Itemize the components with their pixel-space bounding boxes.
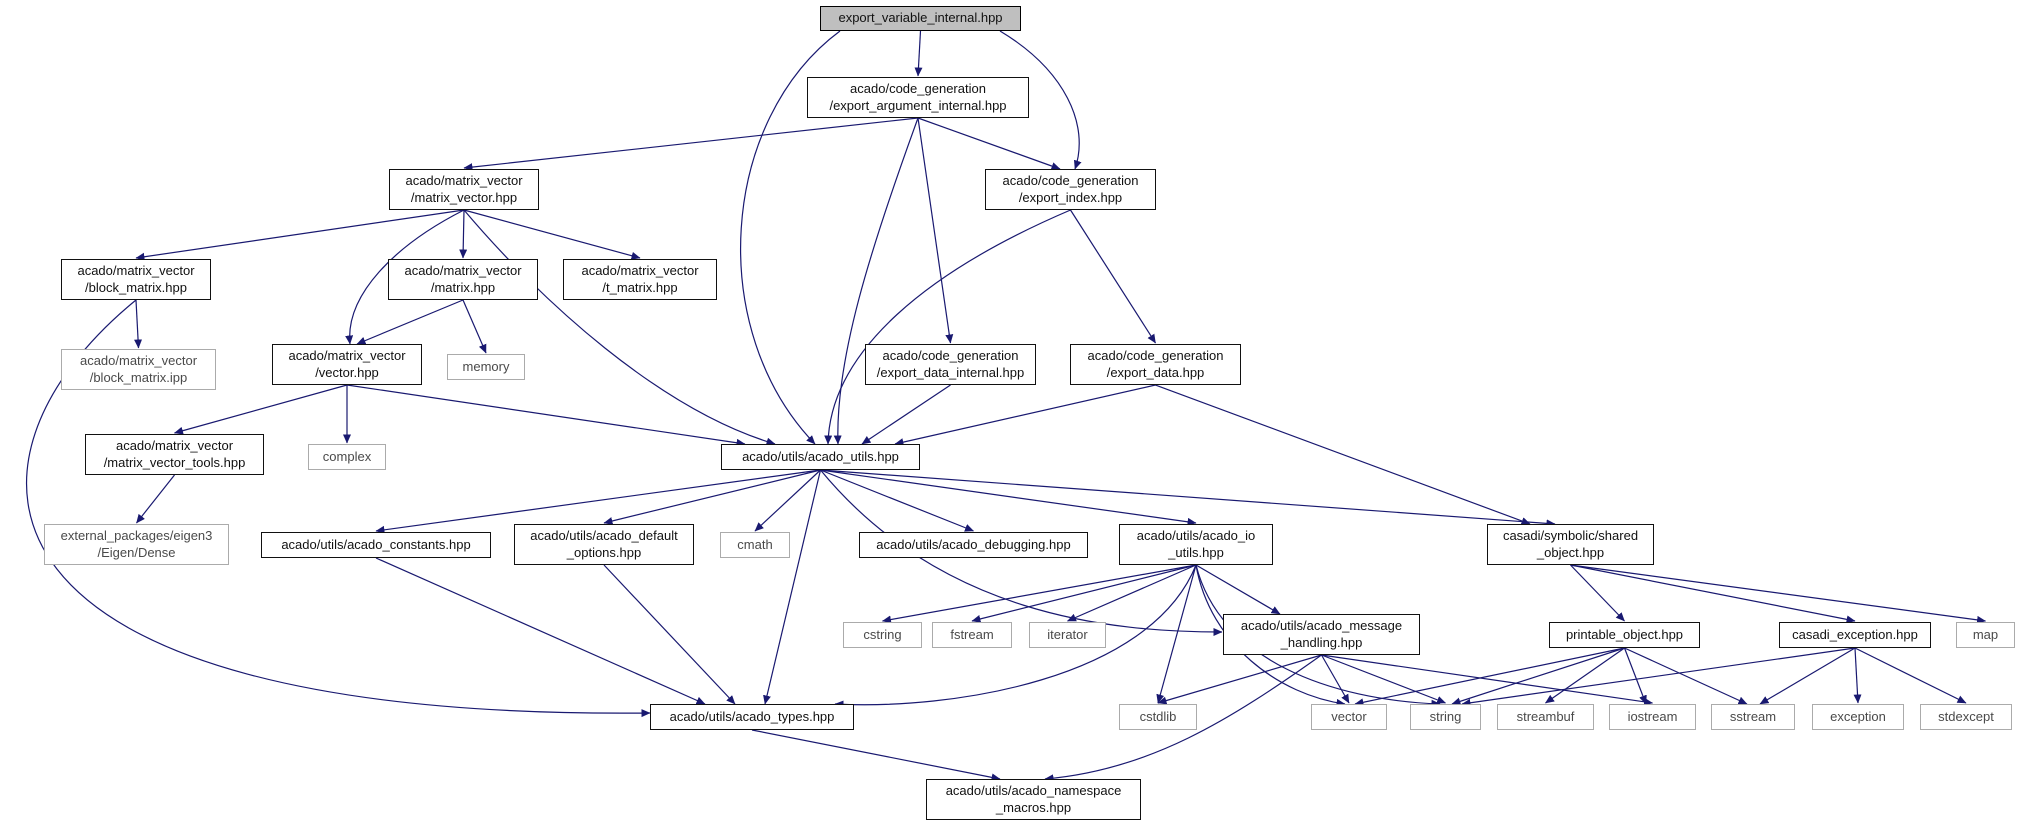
graph-node-memory: memory xyxy=(447,354,525,380)
include-edge-vec-tools xyxy=(174,384,348,435)
graph-node-sstream: sstream xyxy=(1711,704,1795,730)
include-edge-utils-defopts xyxy=(603,469,821,525)
include-edge-utils-amh xyxy=(820,469,1223,636)
include-edge-utils-sho xyxy=(820,469,1556,528)
include-edge-ed-utils xyxy=(894,384,1156,447)
include-edge-utils-debug xyxy=(820,469,974,532)
graph-node-exception: exception xyxy=(1812,704,1904,730)
include-edge-amh-vector xyxy=(1320,654,1350,704)
graph-node-tmat[interactable]: acado/matrix_vector /t_matrix.hpp xyxy=(563,259,717,300)
graph-node-defopts[interactable]: acado/utils/acado_default _options.hpp xyxy=(514,524,694,565)
graph-node-bmipp: acado/matrix_vector /block_matrix.ipp xyxy=(61,349,216,390)
include-edge-eai-edi xyxy=(917,117,954,344)
include-edge-utils-cmath xyxy=(754,469,821,532)
include-edge-utils-constants xyxy=(375,469,821,534)
include-edge-amh-macros xyxy=(1044,654,1322,783)
graph-node-macros[interactable]: acado/utils/acado_namespace _macros.hpp xyxy=(926,779,1141,820)
include-edge-eidx-ed xyxy=(1069,209,1157,344)
include-edge-mv-tmat xyxy=(463,209,641,260)
include-edge-iou-string xyxy=(1195,564,1441,708)
include-edge-utils-types xyxy=(763,469,822,705)
include-edge-defopts-types xyxy=(603,564,736,705)
include-edge-evi-eai xyxy=(914,30,923,77)
include-edge-iou-amh xyxy=(1195,564,1281,615)
include-edge-mv-vec xyxy=(345,209,465,345)
graph-node-map: map xyxy=(1956,622,2015,648)
graph-node-fstream: fstream xyxy=(932,622,1012,648)
include-edge-cex-string xyxy=(1461,647,1856,707)
include-edge-iou-types xyxy=(834,564,1197,709)
include-edge-utils-iou xyxy=(820,469,1197,526)
include-edge-iou-cstring xyxy=(882,564,1197,624)
graph-node-cex[interactable]: casadi_exception.hpp xyxy=(1779,622,1931,648)
graph-node-tools[interactable]: acado/matrix_vector /matrix_vector_tools… xyxy=(85,434,264,475)
graph-node-evi: export_variable_internal.hpp xyxy=(820,6,1021,31)
graph-node-iostream: iostream xyxy=(1609,704,1696,730)
graph-node-vec[interactable]: acado/matrix_vector /vector.hpp xyxy=(272,344,422,385)
graph-node-stdexcept: stdexcept xyxy=(1920,704,2012,730)
include-edge-amh-string xyxy=(1321,654,1446,704)
include-edge-sho-map xyxy=(1570,564,1986,624)
include-edge-po-string xyxy=(1451,647,1625,706)
include-edge-amh-iostream xyxy=(1321,654,1653,706)
include-edge-cex-sstream xyxy=(1759,647,1856,705)
include-edge-mv-bm xyxy=(135,209,465,261)
graph-node-amh[interactable]: acado/utils/acado_message _handling.hpp xyxy=(1223,614,1420,655)
graph-node-mat[interactable]: acado/matrix_vector /matrix.hpp xyxy=(388,259,538,300)
include-edge-eai-eidx xyxy=(917,117,1061,170)
include-edge-eidx-utils xyxy=(824,209,1071,445)
graph-node-iou[interactable]: acado/utils/acado_io _utils.hpp xyxy=(1119,524,1273,565)
include-edge-iou-cstdlib xyxy=(1156,564,1197,704)
graph-node-edi[interactable]: acado/code_generation /export_data_inter… xyxy=(865,344,1036,385)
graph-node-eigen: external_packages/eigen3 /Eigen/Dense xyxy=(44,524,229,565)
include-edge-po-streambuf xyxy=(1545,647,1625,704)
graph-node-cstring: cstring xyxy=(843,622,922,648)
graph-node-utils[interactable]: acado/utils/acado_utils.hpp xyxy=(721,444,920,470)
graph-node-cstdlib: cstdlib xyxy=(1119,704,1197,730)
include-edge-iou-vector xyxy=(1195,564,1346,707)
include-edge-eai-mv xyxy=(463,117,919,172)
graph-node-streambuf: streambuf xyxy=(1497,704,1594,730)
graph-node-eai[interactable]: acado/code_generation /export_argument_i… xyxy=(807,77,1029,118)
graph-node-sho[interactable]: casadi/symbolic/shared _object.hpp xyxy=(1487,524,1654,565)
graph-node-cmath: cmath xyxy=(720,532,790,558)
include-edge-tools-eigen xyxy=(136,474,175,524)
graph-node-iterator: iterator xyxy=(1029,622,1106,648)
graph-node-string: string xyxy=(1410,704,1481,730)
graph-node-vector: vector xyxy=(1311,704,1387,730)
include-edge-mv-utils xyxy=(463,209,776,446)
include-edge-amh-cstdlib xyxy=(1157,654,1322,705)
graph-node-debug[interactable]: acado/utils/acado_debugging.hpp xyxy=(859,532,1088,558)
include-edge-evi-utils xyxy=(740,30,841,445)
include-edge-iou-fstream xyxy=(971,564,1197,623)
include-edge-evi-eidx xyxy=(999,30,1082,170)
include-edge-po-sstream xyxy=(1624,647,1748,705)
include-edge-po-vector xyxy=(1354,647,1625,707)
include-edge-cex-exception xyxy=(1853,647,1862,704)
graph-node-complex: complex xyxy=(308,444,386,470)
include-edge-constants-types xyxy=(375,557,706,705)
include-edge-types-macros xyxy=(751,729,1001,782)
graph-node-mv[interactable]: acado/matrix_vector /matrix_vector.hpp xyxy=(389,169,539,210)
graph-node-types[interactable]: acado/utils/acado_types.hpp xyxy=(650,704,854,730)
include-edge-mv-mat xyxy=(459,209,468,259)
include-edge-sho-cex xyxy=(1570,564,1856,624)
graph-node-po[interactable]: printable_object.hpp xyxy=(1549,622,1700,648)
include-edge-edi-utils xyxy=(861,384,951,445)
include-edge-cex-stdexcept xyxy=(1854,647,1967,704)
include-edge-vec-utils xyxy=(346,384,746,447)
include-edge-bm-bmipp xyxy=(134,299,143,349)
include-edge-eai-utils xyxy=(833,117,919,445)
include-edge-sho-po xyxy=(1570,564,1625,622)
include-edge-mat-memory xyxy=(462,299,487,354)
graph-node-constants[interactable]: acado/utils/acado_constants.hpp xyxy=(261,532,491,558)
graph-node-eidx[interactable]: acado/code_generation /export_index.hpp xyxy=(985,169,1156,210)
include-edge-ed-sho xyxy=(1155,384,1531,525)
include-edge-po-iostream xyxy=(1623,647,1647,705)
graph-node-bm[interactable]: acado/matrix_vector /block_matrix.hpp xyxy=(61,259,211,300)
graph-node-ed[interactable]: acado/code_generation /export_data.hpp xyxy=(1070,344,1241,385)
include-edge-iou-iterator xyxy=(1067,564,1197,622)
include-edge-mat-vec xyxy=(356,299,464,345)
